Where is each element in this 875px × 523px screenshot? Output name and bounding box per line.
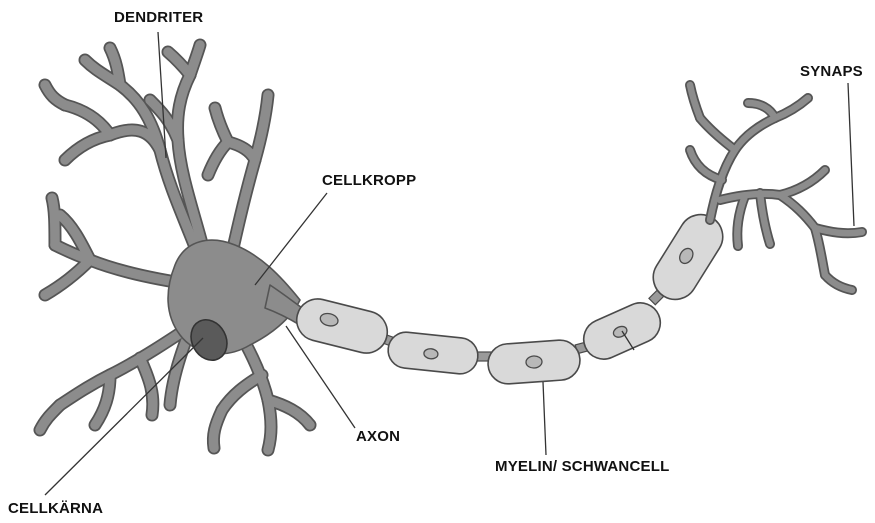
branch bbox=[690, 150, 722, 180]
branch bbox=[230, 95, 268, 262]
branch bbox=[208, 142, 228, 175]
schwann-cell-nucleus bbox=[526, 355, 543, 368]
branch bbox=[40, 405, 60, 430]
branch bbox=[45, 85, 65, 105]
schwann-cell bbox=[292, 294, 391, 357]
branch bbox=[700, 118, 735, 150]
leader-line-synaps bbox=[848, 83, 854, 226]
branch bbox=[825, 275, 852, 290]
branch bbox=[780, 195, 815, 228]
dendrites bbox=[40, 45, 310, 450]
myelin-sheaths bbox=[292, 206, 731, 385]
label-cellkropp: CELLKROPP bbox=[322, 172, 416, 189]
branch bbox=[222, 375, 262, 410]
branch bbox=[45, 260, 90, 295]
leader-lines bbox=[45, 32, 854, 495]
leader-line-cellkropp bbox=[255, 193, 327, 285]
label-myelin-schwancell: MYELIN/ SCHWANCELL bbox=[495, 458, 669, 475]
label-axon: AXON bbox=[356, 428, 400, 445]
label-cellkarna: CELLKÄRNA bbox=[8, 500, 103, 517]
label-dendriter: DENDRITER bbox=[114, 9, 203, 26]
branch bbox=[228, 142, 255, 160]
branch bbox=[52, 198, 55, 245]
leader-line-myelin bbox=[543, 382, 546, 455]
label-synaps: SYNAPS bbox=[800, 63, 863, 80]
axon-terminal bbox=[690, 85, 862, 290]
